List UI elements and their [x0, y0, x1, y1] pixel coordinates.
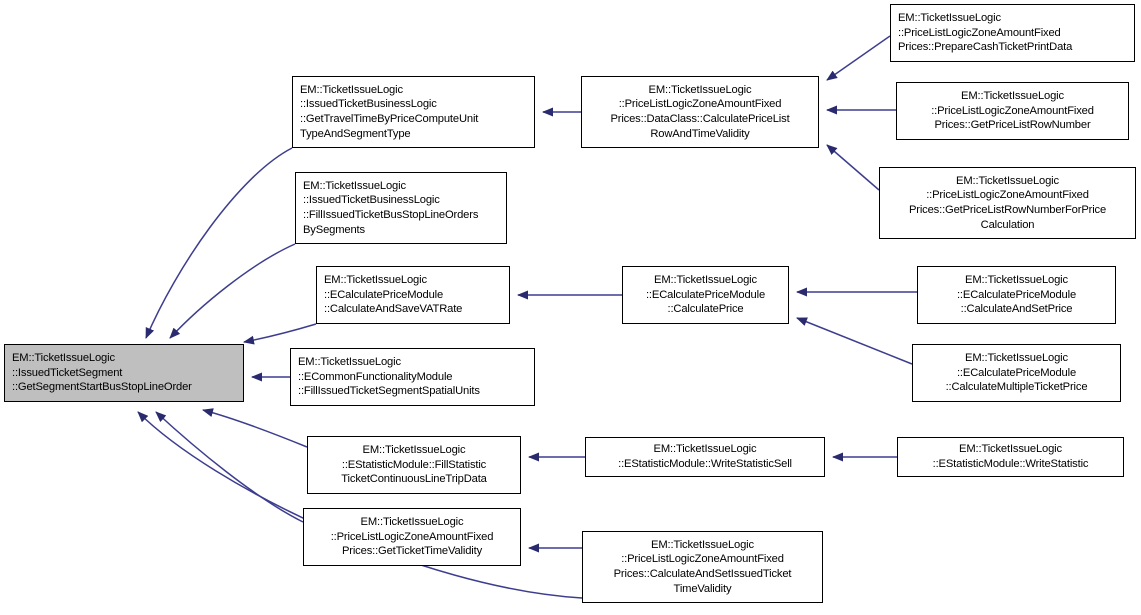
graph-node-label: EM::TicketIssueLogic ::PriceListLogicZon… — [610, 83, 790, 140]
graph-node-fill-segment-spatial-units[interactable]: EM::TicketIssueLogic ::ECommonFunctional… — [290, 348, 535, 406]
graph-node-calculate-multiple-ticket-price[interactable]: EM::TicketIssueLogic ::ECalculatePriceMo… — [912, 344, 1121, 402]
graph-node-root[interactable]: EM::TicketIssueLogic ::IssuedTicketSegme… — [4, 344, 244, 402]
graph-node-calculate-price[interactable]: EM::TicketIssueLogic ::ECalculatePriceMo… — [622, 266, 789, 324]
graph-node-label: EM::TicketIssueLogic ::PriceListLogicZon… — [613, 538, 792, 595]
graph-node-label: EM::TicketIssueLogic ::EStatisticModule:… — [618, 443, 792, 470]
graph-node-label: EM::TicketIssueLogic ::ECommonFunctional… — [298, 356, 480, 398]
graph-node-prepare-cash-ticket-print[interactable]: EM::TicketIssueLogic ::PriceListLogicZon… — [890, 4, 1135, 62]
graph-node-get-travel-time[interactable]: EM::TicketIssueLogic ::IssuedTicketBusin… — [292, 76, 535, 148]
graph-node-label: EM::TicketIssueLogic ::IssuedTicketSegme… — [12, 352, 192, 394]
graph-edge-fill-bus-stop-line-orders-to-root — [169, 243, 296, 339]
graph-node-label: EM::TicketIssueLogic ::PriceListLogicZon… — [931, 90, 1094, 132]
graph-node-calculate-save-vat[interactable]: EM::TicketIssueLogic ::ECalculatePriceMo… — [316, 266, 510, 324]
graph-node-get-pricelist-row-number[interactable]: EM::TicketIssueLogic ::PriceListLogicZon… — [896, 82, 1129, 140]
graph-edge-get-travel-time-to-root — [145, 147, 293, 339]
graph-node-get-pricelist-row-for-price-calc[interactable]: EM::TicketIssueLogic ::PriceListLogicZon… — [879, 167, 1136, 239]
graph-node-get-ticket-time-validity[interactable]: EM::TicketIssueLogic ::PriceListLogicZon… — [303, 508, 521, 566]
graph-node-write-statistic[interactable]: EM::TicketIssueLogic ::EStatisticModule:… — [897, 437, 1124, 477]
graph-node-label: EM::TicketIssueLogic ::ECalculatePriceMo… — [956, 274, 1077, 316]
graph-node-fill-statistic-continuous[interactable]: EM::TicketIssueLogic ::EStatisticModule:… — [307, 436, 521, 494]
graph-node-label: EM::TicketIssueLogic ::ECalculatePriceMo… — [645, 274, 766, 316]
graph-node-label: EM::TicketIssueLogic ::PriceListLogicZon… — [908, 174, 1107, 231]
graph-edge-fill-statistic-continuous-to-root — [202, 408, 308, 448]
graph-edge-get-pricelist-row-for-price-calc-to-calculate-pricelist-row — [826, 144, 880, 191]
graph-node-label: EM::TicketIssueLogic ::ECalculatePriceMo… — [324, 274, 463, 316]
graph-node-write-statistic-sell[interactable]: EM::TicketIssueLogic ::EStatisticModule:… — [585, 437, 825, 477]
graph-node-label: EM::TicketIssueLogic ::EStatisticModule:… — [341, 444, 487, 486]
graph-node-label: EM::TicketIssueLogic ::EStatisticModule:… — [932, 443, 1089, 470]
graph-node-calculate-pricelist-row[interactable]: EM::TicketIssueLogic ::PriceListLogicZon… — [581, 76, 819, 148]
graph-edge-calculate-multiple-ticket-price-to-calculate-price — [796, 317, 913, 365]
graph-edge-get-ticket-time-validity-to-root — [155, 411, 304, 523]
graph-edge-prepare-cash-ticket-print-to-calculate-pricelist-row — [826, 35, 891, 81]
graph-edge-calculate-save-vat-to-root — [243, 323, 317, 345]
graph-node-fill-bus-stop-line-orders[interactable]: EM::TicketIssueLogic ::IssuedTicketBusin… — [295, 172, 507, 244]
graph-node-calculate-and-set-price[interactable]: EM::TicketIssueLogic ::ECalculatePriceMo… — [917, 266, 1116, 324]
graph-node-label: EM::TicketIssueLogic ::PriceListLogicZon… — [898, 12, 1073, 54]
graph-node-label: EM::TicketIssueLogic ::IssuedTicketBusin… — [300, 83, 479, 140]
graph-node-label: EM::TicketIssueLogic ::ECalculatePriceMo… — [945, 352, 1088, 394]
graph-node-label: EM::TicketIssueLogic ::PriceListLogicZon… — [330, 516, 494, 558]
graph-node-label: EM::TicketIssueLogic ::IssuedTicketBusin… — [303, 179, 479, 236]
graph-node-calculate-set-issued-validity[interactable]: EM::TicketIssueLogic ::PriceListLogicZon… — [582, 531, 823, 603]
